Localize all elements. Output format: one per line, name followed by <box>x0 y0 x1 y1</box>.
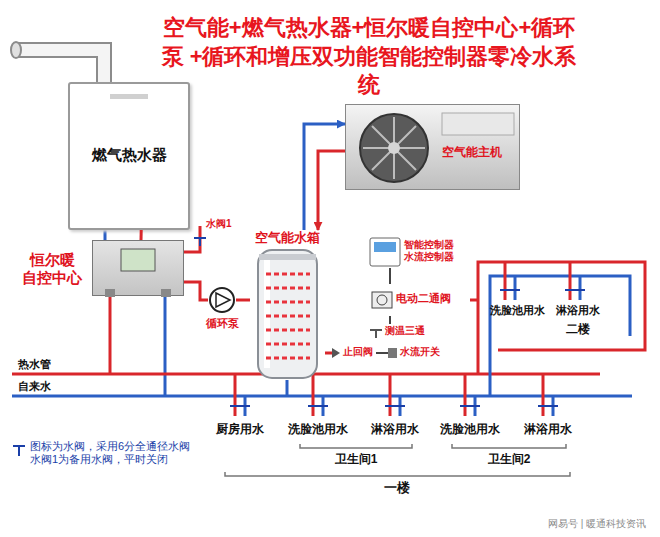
node-text: 止回阀 <box>343 346 376 358</box>
node-text: 水流开关 <box>400 346 444 358</box>
valve-symbol <box>230 405 558 407</box>
check-valve: 止回阀 <box>332 346 376 360</box>
fixture-label: 淋浴用水 <box>371 422 419 436</box>
fan-grille <box>360 114 428 182</box>
legend-valve-symbol <box>13 446 25 456</box>
room-label: 卫生间1 <box>335 452 378 466</box>
node-text: 燃气热水器 <box>70 146 188 164</box>
water-heater-box: 燃气热水器 <box>68 82 190 230</box>
pipe-connector <box>389 268 391 284</box>
floor-bracket <box>225 472 570 476</box>
fixture-label: 淋浴用水 <box>524 422 572 436</box>
tee-symbol <box>370 330 382 338</box>
valve-symbol <box>500 289 585 291</box>
flue-pipe-outline <box>18 50 104 82</box>
valve-body <box>372 292 392 308</box>
watermark: 网易号 | 暖通科技资讯 <box>548 518 646 530</box>
controller-screen <box>374 242 396 252</box>
fixture-label: 洗脸池用水 <box>440 422 500 436</box>
control-center-box: 恒尔暖 自控中心 <box>92 240 184 296</box>
flue-pipe <box>18 50 104 82</box>
pump-body <box>210 288 234 312</box>
tank-outlet-pipe <box>325 352 332 355</box>
pipe-label: 热水管 <box>18 358 51 371</box>
room-label: 卫生间2 <box>488 452 531 466</box>
heat-pump-unit: 空气能主机 <box>345 104 520 190</box>
flow-switch: 水流开关 <box>388 346 444 360</box>
pipe-label: 自来水 <box>18 380 51 393</box>
node-outline <box>208 286 236 314</box>
hot-outlet-pipe <box>109 296 112 374</box>
tank-band <box>259 254 316 260</box>
side-panel <box>442 113 514 135</box>
pipe-port <box>105 289 115 297</box>
fixture-cold-tap <box>579 276 582 300</box>
bathroom-bracket <box>300 444 412 448</box>
pipe-connector <box>318 151 345 230</box>
heating-coil <box>266 274 310 358</box>
pipe-port <box>161 289 171 297</box>
pipe-connector <box>304 124 345 230</box>
pipe-connector <box>376 352 388 354</box>
flow-switch-symbol <box>388 348 397 358</box>
check-valve-symbol <box>332 348 340 358</box>
fixture-hot-tap <box>569 262 572 300</box>
node-text: 循环泵 <box>197 317 247 330</box>
node-text: 恒尔暖 自控中心 <box>21 251 83 287</box>
fixture-label: 洗脸池用水 <box>490 304 545 317</box>
node-text: 测温三通 <box>385 325 440 337</box>
fan-hub <box>388 142 400 154</box>
fixture-label: 洗脸池用水 <box>288 422 348 436</box>
valve-label: 水阀1 <box>206 218 232 230</box>
valve-motor <box>377 295 387 305</box>
temperature-tee: 测温三通 <box>370 324 440 340</box>
lcd-screen <box>121 249 155 271</box>
note-text: 图标为水阀，采用6分全通径水阀 水阀1为备用水阀，平时关闭 <box>30 440 198 466</box>
fixture-label: 淋浴用水 <box>556 304 600 317</box>
pipe-connector <box>236 299 250 302</box>
circulation-pump: 循环泵 <box>208 286 236 314</box>
fixture-hot-tap <box>235 374 543 416</box>
fan-blades <box>363 117 425 179</box>
pipe-connector <box>184 282 208 300</box>
node-text: 智能控制器 水流控制器 <box>404 239 460 263</box>
fixture-cold-tap <box>514 276 517 300</box>
floor-label: 二楼 <box>566 322 590 336</box>
node-outline <box>250 230 325 380</box>
node-outline <box>93 241 183 295</box>
fixture-hot-tap <box>504 262 507 300</box>
water-tank: 空气能水箱 <box>250 230 325 380</box>
cold-feed-pipe <box>104 230 107 240</box>
bathroom-bracket <box>452 444 566 448</box>
floor-label: 一楼 <box>384 480 410 496</box>
motorized-valve: 电动二通阀 <box>370 284 470 316</box>
smart-controller: 智能控制器 水流控制器 <box>370 236 470 268</box>
pump-arrow <box>216 293 230 307</box>
valve-symbol <box>194 238 206 246</box>
fixture-label: 厨房用水 <box>216 422 264 436</box>
upstairs-cold-pipe <box>490 276 630 396</box>
tank-body <box>258 250 317 378</box>
node-text: 空气能水箱 <box>250 230 325 246</box>
controller-body <box>370 238 400 266</box>
heater-vent <box>110 94 148 99</box>
node-text: 电动二通阀 <box>396 292 466 305</box>
upstairs-hot-loop <box>478 262 645 374</box>
tank-cold-pipe <box>286 380 289 396</box>
flue-pipe-end <box>11 42 21 58</box>
cold-inlet-pipe <box>164 296 167 396</box>
node-text: 空气能主机 <box>442 145 518 159</box>
diagram-title: 空气能+燃气热水器+恒尔暖自控中心+循环泵 +循环和增压双功能智能控制器零冷水系… <box>158 14 580 100</box>
pipe-connector <box>389 316 391 324</box>
pipe-connector <box>140 230 143 240</box>
